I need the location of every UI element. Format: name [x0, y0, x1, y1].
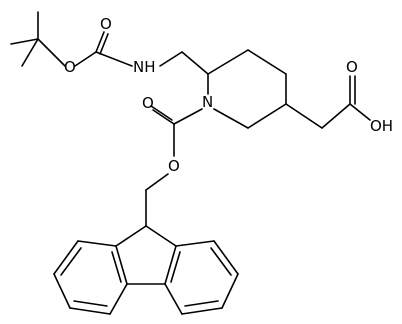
bond: [111, 251, 122, 283]
bond: [53, 240, 79, 275]
bond: [145, 173, 169, 191]
bond: [109, 283, 128, 315]
bond: [145, 225, 177, 247]
bond: [77, 240, 117, 247]
bond: [207, 49, 249, 75]
bond: [175, 240, 215, 247]
atom-label-o-ether-fmoc: O: [168, 157, 180, 175]
bond: [221, 273, 239, 309]
atom-label-o-carbonyl-acid: O: [346, 58, 358, 76]
boc-carbamate: [74, 31, 209, 75]
acetic-acid-chain: [285, 75, 371, 129]
bond: [74, 51, 97, 67]
bond: [321, 103, 351, 129]
atom-label-o-ether-boc: O: [64, 58, 76, 76]
bond: [170, 251, 181, 283]
bond: [10, 38, 39, 45]
bond: [285, 103, 323, 129]
atom-label-n-ring: N: [202, 93, 213, 111]
bond: [53, 273, 71, 309]
bond: [69, 307, 111, 315]
bond: [115, 225, 147, 247]
bond: [181, 51, 209, 75]
atom-label-nh: NH: [133, 58, 156, 76]
bond: [95, 31, 105, 53]
atom-labels: O O NH N O O O OH: [64, 15, 393, 175]
atom-label-o-carbonyl-boc: O: [100, 15, 112, 33]
bond: [164, 245, 177, 285]
bond: [21, 38, 39, 67]
bond: [115, 245, 128, 285]
fluorene-group: [53, 225, 239, 315]
atom-label-o-carbonyl-fmoc: O: [142, 94, 154, 112]
bond: [152, 109, 175, 125]
fmoc-carbamate: [145, 105, 203, 227]
bond: [99, 33, 109, 55]
atom-label-oh: OH: [370, 117, 393, 135]
bond: [247, 103, 287, 129]
bond: [37, 38, 66, 67]
bond: [213, 240, 239, 275]
bond: [210, 247, 232, 276]
bond: [181, 307, 223, 315]
bond: [184, 300, 219, 307]
bond: [73, 300, 108, 307]
bond: [164, 283, 183, 315]
bond: [95, 51, 133, 67]
bond: [60, 247, 82, 276]
piperidine-ring: [207, 49, 287, 129]
bond: [247, 49, 287, 75]
bond: [213, 108, 249, 129]
bond: [150, 105, 173, 121]
tert-butyl-group: [10, 11, 66, 67]
bond: [159, 51, 183, 67]
bond: [349, 103, 371, 121]
bond: [173, 108, 203, 125]
